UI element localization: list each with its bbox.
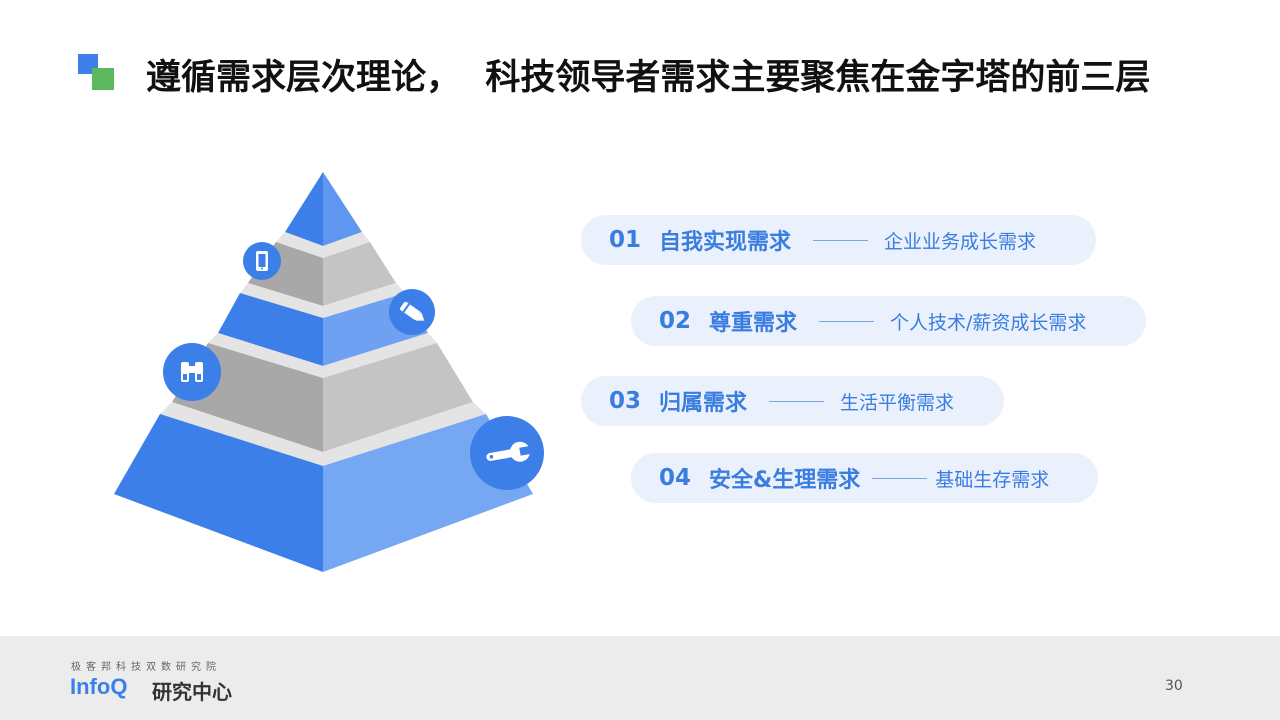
level-4-number: 04 [659,465,692,491]
level-2-pill: 02 尊重需求 个人技术/薪资成长需求 [631,296,1146,346]
infoq-logo: InfoQ [70,674,128,699]
footer-center-name: 研究中心 [152,680,232,704]
level-4-description: 基础生存需求 [935,468,1050,491]
pyramid-diagram [114,172,544,572]
binoculars-icon [163,343,221,401]
level-1-pill: 01 自我实现需求 企业业务成长需求 [581,215,1096,265]
level-1-divider [813,239,869,241]
wrench-icon [470,416,544,490]
logo-square-green [92,68,114,90]
level-1-number: 01 [609,227,642,253]
level-2-description: 个人技术/薪资成长需求 [890,311,1087,334]
page-title: 遵循需求层次理论， 科技领导者需求主要聚焦在金字塔的前三层 [146,58,1151,98]
level-4-divider [872,477,928,479]
level-3-divider [769,400,825,402]
level-3-number: 03 [609,388,642,414]
phone-icon [243,242,281,280]
level-3-name: 归属需求 [659,391,748,416]
level-2-name: 尊重需求 [709,311,798,336]
level-3-description: 生活平衡需求 [840,391,955,414]
pencil-icon [389,289,435,335]
footer-bar: 极客邦科技双数研究院 InfoQ 研究中心 30 [0,636,1280,720]
level-2-divider [819,320,875,322]
level-4-pill: 04 安全&生理需求 基础生存需求 [631,453,1098,503]
pyramid-tier-1 [276,172,370,258]
level-1-name: 自我实现需求 [659,230,792,255]
level-4-name: 安全&生理需求 [709,468,861,493]
level-1-description: 企业业务成长需求 [884,230,1037,253]
footer-org-name: 极客邦科技双数研究院 [71,662,221,673]
level-2-number: 02 [659,308,692,334]
level-3-pill: 03 归属需求 生活平衡需求 [581,376,1004,426]
page-number: 30 [1165,678,1183,694]
